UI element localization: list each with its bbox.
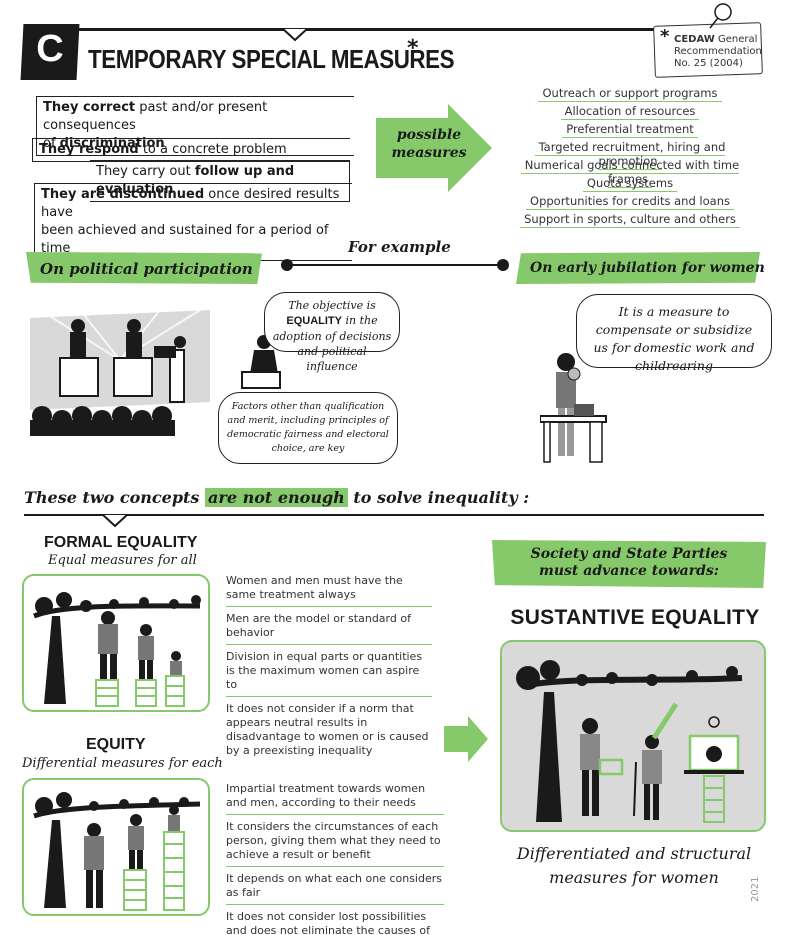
list-item: It does not consider lost possibilities … [226, 910, 430, 935]
substantive-banner [492, 540, 766, 588]
possible-measures-label: possible measures [391, 127, 467, 161]
cedaw-note-text: CEDAW General Recommendation No. 25 (200… [674, 34, 762, 70]
note-asterisk: * [660, 26, 670, 47]
section-letter: C [36, 28, 64, 70]
political-speech-bubble-2: Factors other than qualification and mer… [218, 392, 398, 464]
concepts-post: to solve inequality : [347, 488, 530, 507]
page-title: TEMPORARY SPECIAL MEASURES [88, 44, 455, 74]
equity-subtitle: Differential measures for each [22, 756, 223, 771]
substantive-banner-text: Society and State Parties must advance t… [530, 546, 728, 579]
equity-title: EQUITY [86, 736, 146, 753]
formal-points: Women and men must have the same treatme… [226, 574, 432, 758]
concepts-highlight: are not enough [205, 488, 348, 507]
concepts-pre: These two concepts [24, 488, 206, 507]
header-rule [78, 28, 654, 31]
characteristic-3: They carry out follow up and evaluation [90, 160, 350, 202]
formal-equality-illustration [22, 574, 210, 712]
characteristic-1: They correct past and/or present consequ… [36, 96, 354, 156]
connector-dot-left [281, 259, 293, 271]
note-line3: No. 25 (2004) [674, 58, 743, 69]
list-item: Allocation of resources [508, 104, 752, 122]
char1-line2a: of [43, 136, 60, 151]
transition-arrow [444, 716, 488, 762]
bubble1-pre: The objective is [288, 299, 376, 312]
list-item: Outreach or support programs [508, 86, 752, 104]
bubble1-post: in the adoption of decisions and politic… [272, 314, 392, 373]
list-item: Preferential treatment [508, 122, 752, 140]
list-item: It considers the circumstances of each p… [226, 820, 444, 867]
list-item: Opportunities for credits and loans [508, 194, 752, 212]
connector-dot-right [497, 259, 509, 271]
speaker-at-podium-illustration [241, 335, 281, 389]
note-strong: CEDAW [674, 34, 715, 45]
header-notch-icon [282, 28, 308, 42]
substantive-title: SUSTANTIVE EQUALITY [510, 606, 760, 629]
list-item: Targeted recruitment, hiring and promoti… [508, 140, 752, 170]
char1-rest: past and/or present consequences [43, 100, 268, 133]
bubble1-bold: EQUALITY [286, 315, 342, 327]
characteristic-4: They are discontinued once desired resul… [34, 183, 352, 261]
list-item: Impartial treatment towards women and me… [226, 782, 444, 815]
note-line2: Recommendation [674, 46, 762, 57]
concepts-statement: These two concepts are not enough to sol… [24, 488, 529, 507]
substantive-caption: Differentiated and structural measures f… [516, 844, 752, 887]
list-item: Support in sports, culture and others [508, 212, 752, 230]
char3-bold: follow up and evaluation [96, 164, 295, 197]
char4-rest: once desired results have [41, 187, 340, 220]
note-line1: General [714, 34, 758, 45]
example-connector [287, 264, 503, 266]
list-item: Numerical goals connected with time fram… [508, 158, 752, 188]
list-item: Quota systems [508, 176, 752, 194]
list-item: It does not consider if a norm that appe… [226, 702, 429, 757]
concepts-notch-icon [102, 514, 128, 528]
char4-line2: been achieved and sustained for a period… [41, 223, 329, 256]
year-label: 2021 [750, 876, 761, 902]
possible-measures-arrow [376, 104, 492, 192]
list-item: Men are the model or standard of behavio… [226, 612, 432, 645]
substantive-illustration [500, 640, 766, 832]
char4-bold: They are discontinued [41, 187, 205, 202]
political-label: On political participation [40, 260, 253, 278]
formal-equality-subtitle: Equal measures for all [48, 553, 197, 568]
characteristic-2: They respond to a concrete problem [32, 138, 350, 162]
char2-rest: to a concrete problem [138, 142, 287, 157]
equity-illustration [22, 778, 210, 916]
char1-bold: They correct [43, 100, 136, 115]
for-example-label: For example [348, 238, 451, 256]
char1-line2b: discrimination [59, 136, 165, 151]
political-debate-illustration [30, 310, 210, 436]
jubilation-label: On early jubilation for women [530, 260, 765, 276]
political-speech-bubble-1: The objective is EQUALITY in the adoptio… [264, 292, 400, 373]
char3-pre: They carry out [96, 164, 195, 179]
equity-points: Impartial treatment towards women and me… [226, 782, 444, 935]
formal-equality-title: FORMAL EQUALITY [44, 534, 198, 551]
title-asterisk: * [407, 36, 419, 61]
list-item: Women and men must have the same treatme… [226, 574, 432, 607]
concepts-rule [24, 514, 764, 516]
char2-bold: They respond [39, 142, 139, 157]
measures-list: Outreach or support programs Allocation … [508, 86, 752, 230]
pushpin-icon [709, 3, 732, 29]
list-item: It depends on what each one considers as… [226, 872, 444, 905]
political-banner [26, 252, 262, 284]
list-item: Division in equal parts or quantities is… [226, 650, 432, 697]
jubilation-speech-bubble: It is a measure to compensate or subsidi… [576, 294, 772, 373]
jubilation-banner [516, 252, 760, 284]
woman-cooking-illustration [540, 353, 607, 463]
